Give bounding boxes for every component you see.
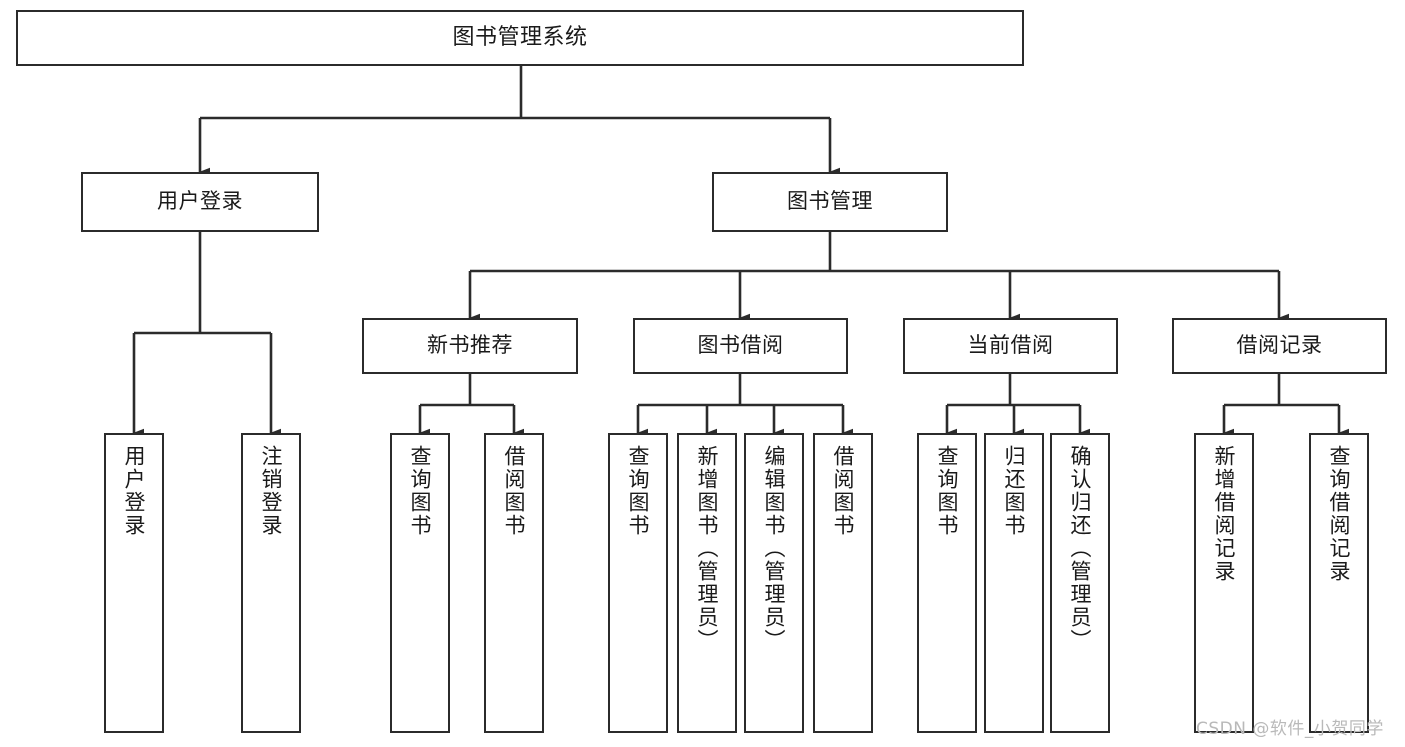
node-book-manage[interactable]: 图书管理 <box>712 172 948 232</box>
node-borrow-record[interactable]: 借阅记录 <box>1172 318 1387 374</box>
node-label: 当前借阅 <box>967 333 1054 358</box>
watermark-text: CSDN @软件_小贺同学 <box>1196 719 1384 739</box>
leaf-leaf-add-book[interactable]: 新增图书（管理员） <box>677 433 737 733</box>
leaf-leaf-query-book-3[interactable]: 查询图书 <box>917 433 977 733</box>
node-root-system[interactable]: 图书管理系统 <box>16 10 1024 66</box>
node-label: 查询图书 <box>626 445 651 537</box>
node-label: 图书管理 <box>787 189 873 214</box>
node-label: 归还图书 <box>1002 445 1027 537</box>
node-current-borrow[interactable]: 当前借阅 <box>903 318 1118 374</box>
leaf-leaf-query-record[interactable]: 查询借阅记录 <box>1309 433 1369 733</box>
node-label: 查询图书 <box>408 445 433 537</box>
node-label: 新书推荐 <box>427 333 513 358</box>
leaf-leaf-logout[interactable]: 注销登录 <box>241 433 301 733</box>
leaf-leaf-query-book-2[interactable]: 查询图书 <box>608 433 668 733</box>
leaf-leaf-borrow-book-1[interactable]: 借阅图书 <box>484 433 544 733</box>
node-label: 借阅记录 <box>1236 333 1323 358</box>
node-label: 查询借阅记录 <box>1327 445 1352 583</box>
node-label: 图书管理系统 <box>452 24 588 50</box>
node-label: 借阅图书 <box>502 445 527 537</box>
node-label: 注销登录 <box>259 445 284 537</box>
node-new-book-recommend[interactable]: 新书推荐 <box>362 318 578 374</box>
node-label: 用户登录 <box>122 445 147 537</box>
node-user-login[interactable]: 用户登录 <box>81 172 319 232</box>
node-book-borrow[interactable]: 图书借阅 <box>633 318 848 374</box>
node-label: 图书借阅 <box>697 333 784 358</box>
leaf-leaf-borrow-book-2[interactable]: 借阅图书 <box>813 433 873 733</box>
leaf-leaf-edit-book[interactable]: 编辑图书（管理员） <box>744 433 804 733</box>
leaf-leaf-return-book[interactable]: 归还图书 <box>984 433 1044 733</box>
node-label: 借阅图书 <box>831 445 856 537</box>
node-label: 新增图书（管理员） <box>695 445 720 652</box>
leaf-leaf-user-login[interactable]: 用户登录 <box>104 433 164 733</box>
node-label: 用户登录 <box>157 189 243 214</box>
leaf-leaf-add-record[interactable]: 新增借阅记录 <box>1194 433 1254 733</box>
node-label: 查询图书 <box>935 445 960 537</box>
leaf-leaf-confirm-return[interactable]: 确认归还（管理员） <box>1050 433 1110 733</box>
node-label: 确认归还（管理员） <box>1068 445 1093 652</box>
leaf-leaf-query-book-1[interactable]: 查询图书 <box>390 433 450 733</box>
node-label: 编辑图书（管理员） <box>762 445 787 652</box>
node-label: 新增借阅记录 <box>1212 445 1237 583</box>
